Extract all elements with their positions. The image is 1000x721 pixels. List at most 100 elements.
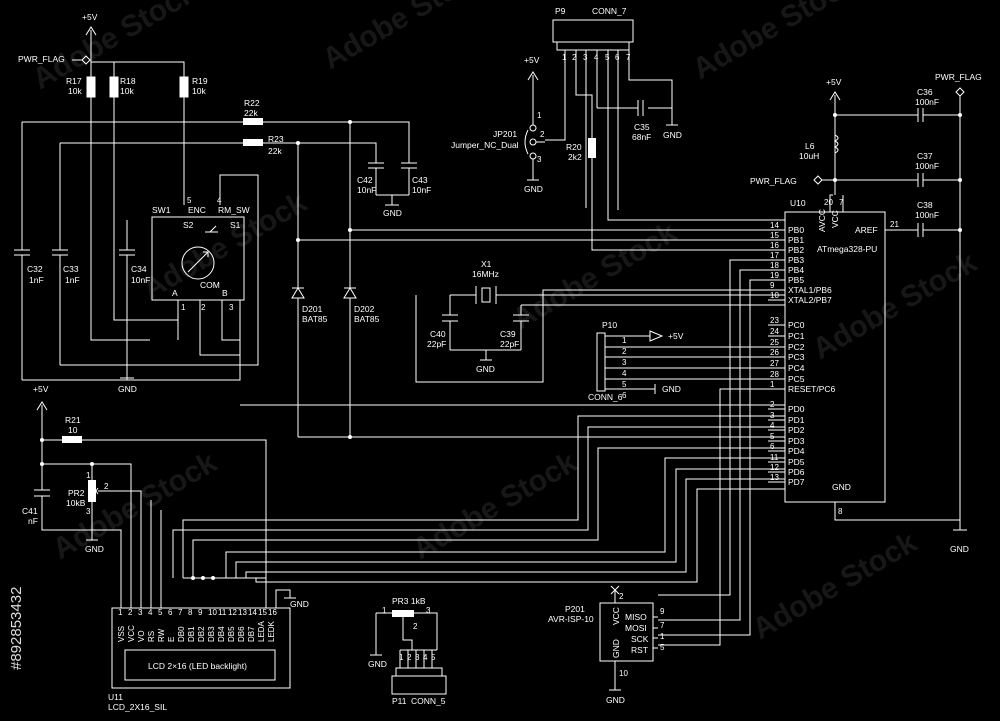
svg-text:1: 1 <box>622 336 627 345</box>
svg-text:2k2: 2k2 <box>568 152 582 162</box>
svg-text:2: 2 <box>104 482 109 491</box>
svg-text:10: 10 <box>208 608 217 617</box>
connector-p11: P11 CONN_5 1 2 3 4 5 <box>391 653 447 706</box>
svg-text:U10: U10 <box>790 198 806 208</box>
svg-text:16: 16 <box>770 241 779 250</box>
power-5v-u10: +5V <box>826 77 842 115</box>
svg-text:C42: C42 <box>357 175 373 185</box>
svg-text:3: 3 <box>426 606 431 615</box>
svg-text:5: 5 <box>431 653 436 662</box>
svg-text:PC1: PC1 <box>788 331 805 341</box>
svg-text:R19: R19 <box>192 76 208 86</box>
svg-text:2: 2 <box>540 130 545 139</box>
svg-text:1: 1 <box>399 653 404 662</box>
svg-text:DB0: DB0 <box>177 626 186 642</box>
lcd-pin-vo: 3VO <box>137 608 146 642</box>
svg-text:PB0: PB0 <box>788 225 804 235</box>
svg-text:16: 16 <box>268 608 277 617</box>
svg-text:2: 2 <box>770 400 775 409</box>
svg-text:8: 8 <box>838 507 843 516</box>
svg-text:GND: GND <box>611 639 621 658</box>
svg-text:10: 10 <box>770 291 779 300</box>
svg-text:1nF: 1nF <box>29 275 44 285</box>
svg-text:GND: GND <box>290 599 309 609</box>
svg-text:R20: R20 <box>566 142 582 152</box>
svg-text:PWR_FLAG: PWR_FLAG <box>935 72 982 82</box>
svg-text:GND: GND <box>832 482 851 492</box>
svg-text:RST: RST <box>631 645 648 655</box>
svg-text:5: 5 <box>660 643 665 652</box>
svg-text:9: 9 <box>198 608 203 617</box>
svg-text:1: 1 <box>660 632 665 641</box>
lcd-pin-rw: 5RW <box>157 608 166 642</box>
svg-text:9: 9 <box>660 607 665 616</box>
svg-text:17: 17 <box>770 251 779 260</box>
svg-text:GND: GND <box>476 364 495 374</box>
svg-text:15: 15 <box>770 231 779 240</box>
svg-text:2: 2 <box>413 622 418 631</box>
svg-text:C43: C43 <box>412 175 428 185</box>
svg-text:GND: GND <box>663 130 682 140</box>
svg-text:PD4: PD4 <box>788 446 805 456</box>
svg-text:VO: VO <box>137 630 146 642</box>
svg-text:5: 5 <box>770 432 775 441</box>
svg-text:100nF: 100nF <box>915 97 939 107</box>
svg-text:PD7: PD7 <box>788 477 805 487</box>
gnd-c42-c43: GND <box>376 194 409 218</box>
watermark-text: Adobe Stock <box>807 246 983 366</box>
svg-text:6: 6 <box>622 391 627 400</box>
svg-text:U11: U11 <box>108 692 123 702</box>
svg-text:10: 10 <box>619 669 628 678</box>
power-5v-top: +5V <box>82 12 98 42</box>
svg-text:SCK: SCK <box>631 634 649 644</box>
svg-text:22k: 22k <box>244 108 258 118</box>
svg-text:10uH: 10uH <box>799 151 819 161</box>
svg-text:DB7: DB7 <box>247 626 256 642</box>
svg-text:2: 2 <box>572 53 577 62</box>
svg-text:S1: S1 <box>230 220 241 230</box>
svg-text:1: 1 <box>118 608 123 617</box>
svg-text:PR3 1kB: PR3 1kB <box>392 596 426 606</box>
svg-text:PR2: PR2 <box>68 488 85 498</box>
svg-text:PC0: PC0 <box>788 320 805 330</box>
svg-text:2: 2 <box>619 592 624 601</box>
svg-text:P9: P9 <box>555 6 566 16</box>
svg-text:1: 1 <box>86 471 91 480</box>
svg-text:PB2: PB2 <box>788 245 804 255</box>
svg-text:+5V: +5V <box>33 384 49 394</box>
svg-text:C40: C40 <box>430 329 446 339</box>
svg-text:11: 11 <box>218 608 227 617</box>
svg-text:LEDA: LEDA <box>257 620 266 642</box>
svg-text:3: 3 <box>138 608 143 617</box>
svg-text:1: 1 <box>382 606 387 615</box>
svg-text:PC5: PC5 <box>788 374 805 384</box>
svg-text:R22: R22 <box>244 98 260 108</box>
svg-text:VCC: VCC <box>611 607 621 625</box>
svg-text:100nF: 100nF <box>915 210 939 220</box>
svg-text:PWR_FLAG: PWR_FLAG <box>750 176 797 186</box>
svg-text:GND: GND <box>662 384 681 394</box>
svg-text:13: 13 <box>238 608 247 617</box>
svg-text:DB4: DB4 <box>217 626 226 642</box>
svg-text:PD6: PD6 <box>788 467 805 477</box>
top-rail <box>90 42 185 77</box>
